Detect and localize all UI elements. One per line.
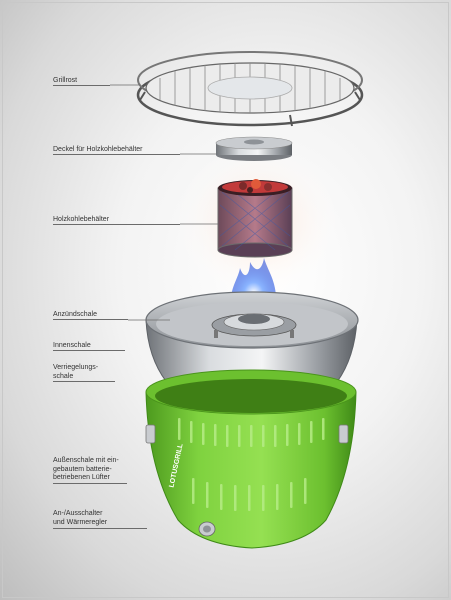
charcoal-lid bbox=[215, 136, 293, 161]
label-anzuend: Anzündschale bbox=[53, 311, 97, 318]
rule-holzkohle bbox=[53, 224, 180, 225]
rule-innen bbox=[53, 350, 125, 351]
label-grillrost: Grillrost bbox=[53, 77, 78, 84]
label-aussen: Außenschale mit ein- gebautem batterie- … bbox=[53, 457, 119, 481]
label-schalter: An-/Ausschalter und Wärmeregler bbox=[53, 510, 108, 526]
rule-deckel bbox=[53, 154, 180, 155]
outer-shell: LOTUSGRILL bbox=[145, 369, 357, 549]
rule-schalter bbox=[53, 528, 147, 529]
rule-aussen bbox=[53, 483, 127, 484]
rule-grillrost bbox=[53, 85, 110, 86]
leader-lines bbox=[110, 84, 218, 321]
grill-grate bbox=[136, 51, 364, 127]
charcoal-container bbox=[217, 179, 293, 258]
rule-verriegelung bbox=[53, 381, 115, 382]
label-holzkohle: Holzkohlebehälter bbox=[53, 216, 110, 223]
label-verriegelung: Verriegelungs- schale bbox=[53, 364, 99, 380]
label-deckel: Deckel für Holzkohlebehälter bbox=[53, 146, 143, 153]
label-innen: Innenschale bbox=[53, 342, 91, 349]
rule-anzuend bbox=[53, 319, 128, 320]
